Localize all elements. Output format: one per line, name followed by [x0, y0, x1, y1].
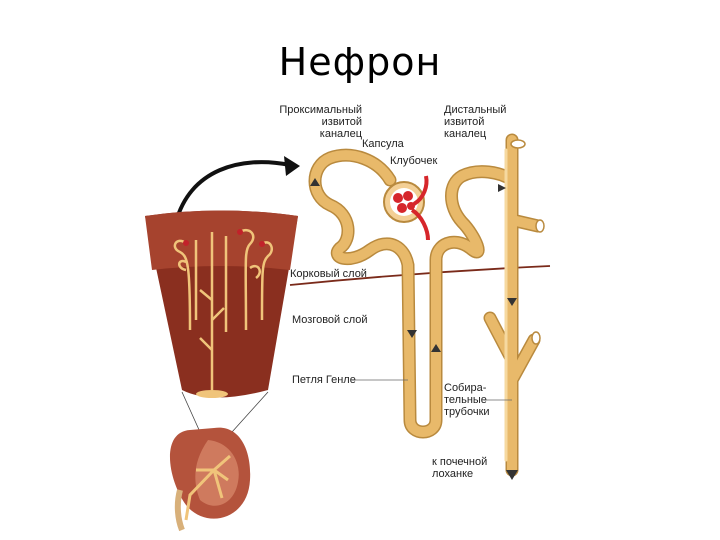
label-collecting-line1: Собира-: [444, 382, 487, 394]
label-collecting-line3: трубочки: [444, 406, 490, 418]
label-proximal-tubule: Проксимальный извитой каналец: [252, 104, 362, 140]
label-pelvis-line1: к почечной: [432, 456, 488, 468]
label-loop-of-henle: Петля Генле: [292, 374, 356, 386]
kidney-illustration: [169, 427, 251, 532]
nephron-tubule: [308, 133, 545, 477]
label-distal-line2: извитой: [444, 116, 485, 128]
flow-arrows: [310, 178, 518, 480]
label-pelvis-line2: лоханке: [432, 468, 474, 480]
label-distal-line3: каналец: [444, 128, 487, 140]
label-cortex: Корковый слой: [290, 268, 367, 280]
label-proximal-line2: извитой: [321, 116, 362, 128]
kidney-tissue-wedge: [145, 210, 298, 398]
label-distal-tubule: Дистальный извитой каналец: [444, 104, 506, 140]
label-collecting-line2: тельные: [444, 394, 487, 406]
glomerulus-icon: [393, 175, 430, 241]
label-medulla: Мозговой слой: [292, 314, 368, 326]
magnification-lines: [181, 391, 269, 433]
leader-lines: [352, 379, 512, 401]
label-capsule: Капсула: [362, 138, 404, 150]
label-proximal-line1: Проксимальный: [279, 104, 362, 116]
label-glomerulus: Клубочек: [390, 155, 438, 167]
label-distal-line1: Дистальный: [444, 104, 507, 116]
label-proximal-line3: каналец: [319, 128, 362, 140]
slide-title: Нефрон: [278, 40, 442, 84]
label-collecting-ducts: Собира- тельные трубочки: [444, 382, 490, 418]
zoom-arrow: [174, 156, 300, 223]
label-renal-pelvis: к почечной лоханке: [432, 456, 487, 480]
